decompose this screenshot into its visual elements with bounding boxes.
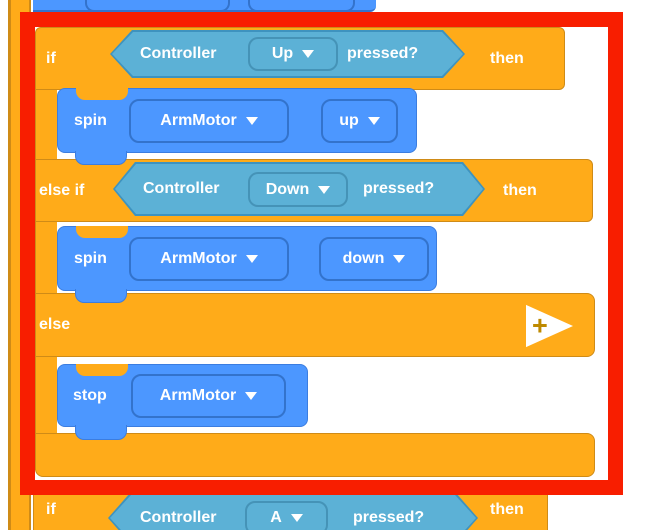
block-bottom-tab [75, 151, 127, 165]
if-else-block-footer[interactable] [35, 433, 595, 477]
partial-block-top-dropdown-1[interactable] [85, 0, 230, 12]
spin-verb-label: spin [74, 249, 107, 267]
dropdown-value: ArmMotor [159, 387, 237, 404]
block-top-notch [76, 88, 128, 100]
button-dropdown-down[interactable]: Down [248, 172, 348, 207]
dropdown-value: Up [271, 45, 294, 62]
block-top-notch [76, 226, 128, 238]
plus-icon: + [532, 310, 548, 341]
button-dropdown-a[interactable]: A [245, 501, 328, 530]
dropdown-value: up [339, 112, 359, 129]
spin-verb-label: spin [74, 111, 107, 129]
then-keyword: then [490, 49, 524, 67]
dropdown-arrow-icon [367, 117, 380, 125]
dropdown-value: ArmMotor [160, 250, 237, 267]
dropdown-arrow-icon [318, 185, 331, 194]
if-keyword: if [46, 49, 56, 67]
condition-device-label: Controller [140, 45, 217, 62]
condition-device-label: Controller [140, 509, 217, 526]
then-keyword: then [490, 501, 524, 518]
block-bottom-tab [75, 425, 127, 440]
block-bottom-tab [75, 289, 127, 303]
dropdown-arrow-icon [245, 255, 258, 263]
else-block-row[interactable] [35, 293, 595, 357]
hexagon-fill [112, 32, 463, 76]
button-dropdown-up[interactable]: Up [248, 37, 338, 71]
elseif-keyword: else if [39, 181, 85, 199]
condition-controller-up-pressed[interactable]: Controller Up pressed? [110, 30, 465, 78]
dropdown-arrow-icon [245, 117, 258, 125]
motor-dropdown[interactable]: ArmMotor [129, 237, 289, 281]
condition-suffix-label: pressed? [363, 180, 435, 197]
dropdown-value: down [342, 250, 385, 267]
if-else-block-spine[interactable] [35, 40, 57, 470]
spin-up-block[interactable]: spin ArmMotor up [57, 88, 417, 153]
motor-dropdown[interactable]: ArmMotor [129, 99, 289, 143]
dropdown-value: ArmMotor [160, 112, 237, 129]
dropdown-arrow-icon [245, 392, 258, 400]
partial-block-top-dropdown-2[interactable] [248, 0, 355, 12]
condition-controller-down-pressed[interactable]: Controller Down pressed? [113, 162, 485, 216]
condition-device-label: Controller [143, 180, 220, 197]
hexagon-fill [115, 164, 483, 214]
spin-down-block[interactable]: spin ArmMotor down [57, 226, 437, 291]
direction-dropdown-down[interactable]: down [319, 237, 429, 281]
motor-dropdown[interactable]: ArmMotor [131, 374, 286, 418]
block-top-notch [76, 364, 128, 376]
collapse-else-arrow-button[interactable]: + [524, 304, 574, 348]
dropdown-arrow-icon [393, 255, 406, 263]
if-keyword: if [46, 501, 56, 518]
condition-controller-a-pressed[interactable]: Controller A pressed? [108, 493, 478, 530]
stop-verb-label: stop [73, 386, 107, 404]
direction-dropdown-up[interactable]: up [321, 99, 398, 143]
then-keyword: then [503, 181, 537, 199]
stop-block[interactable]: stop ArmMotor [57, 364, 308, 427]
dropdown-value: Down [265, 180, 310, 198]
condition-suffix-label: pressed? [347, 45, 419, 62]
selection-highlight-box [20, 12, 623, 495]
dropdown-arrow-icon [290, 514, 303, 522]
else-keyword: else [39, 316, 71, 333]
dropdown-arrow-icon [302, 50, 315, 58]
dropdown-value: A [270, 509, 282, 526]
condition-suffix-label: pressed? [353, 509, 425, 526]
hexagon-fill [110, 495, 476, 530]
